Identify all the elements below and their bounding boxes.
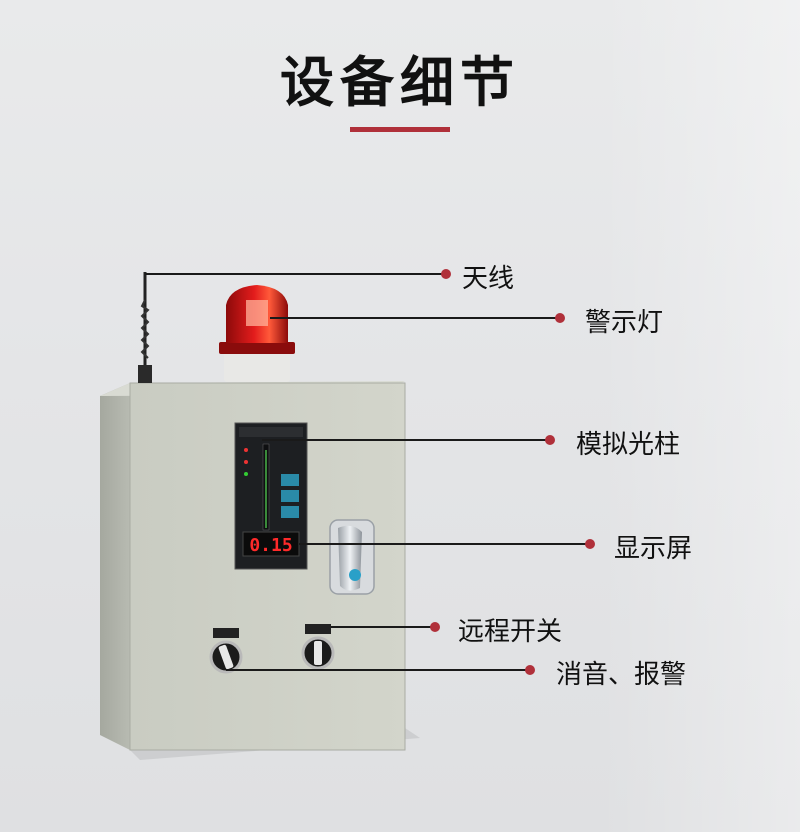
warning-light-bulb <box>246 300 268 326</box>
callout-dot-analog-bar <box>545 435 555 445</box>
callout-remote-switch: 远程开关 <box>458 617 563 647</box>
antenna-base <box>138 365 152 383</box>
door-lock-icon <box>349 569 361 581</box>
indicator-led-1 <box>244 448 248 452</box>
page-title: 设备细节 <box>280 51 520 114</box>
remote-switch-knob-icon <box>314 641 322 665</box>
title-underline <box>350 127 450 132</box>
warning-light-collar <box>219 342 295 354</box>
indicator-led-3 <box>244 472 248 476</box>
digital-display <box>242 531 300 557</box>
antenna-coil <box>140 299 150 359</box>
callout-dot-warning-light <box>555 313 565 323</box>
warning-light-base <box>224 352 290 382</box>
mute-switch-knob-icon <box>218 644 234 670</box>
mute-switch-label <box>213 628 239 638</box>
panel-button-3[interactable] <box>281 506 299 518</box>
callout-display: 显示屏 <box>614 534 693 564</box>
door-handle[interactable] <box>338 525 362 591</box>
instrument-header <box>239 427 303 437</box>
callout-warning-light: 警示灯 <box>585 308 664 338</box>
panel-button-1[interactable] <box>281 474 299 486</box>
callout-dot-antenna <box>441 269 451 279</box>
callout-analog-bar: 模拟光柱 <box>576 430 681 460</box>
callout-mute-alarm: 消音、报警 <box>556 660 687 690</box>
remote-switch-label <box>305 624 331 634</box>
callout-dot-remote-switch <box>430 622 440 632</box>
wall-shade <box>600 0 800 832</box>
cabinet-side <box>100 383 130 750</box>
indicator-led-2 <box>244 460 248 464</box>
callout-dot-mute-alarm <box>525 665 535 675</box>
callout-antenna: 天线 <box>462 264 515 294</box>
callout-lines <box>145 269 595 675</box>
panel-button-2[interactable] <box>281 490 299 502</box>
callout-dot-display <box>585 539 595 549</box>
display-reading: 0.15 <box>249 535 292 556</box>
